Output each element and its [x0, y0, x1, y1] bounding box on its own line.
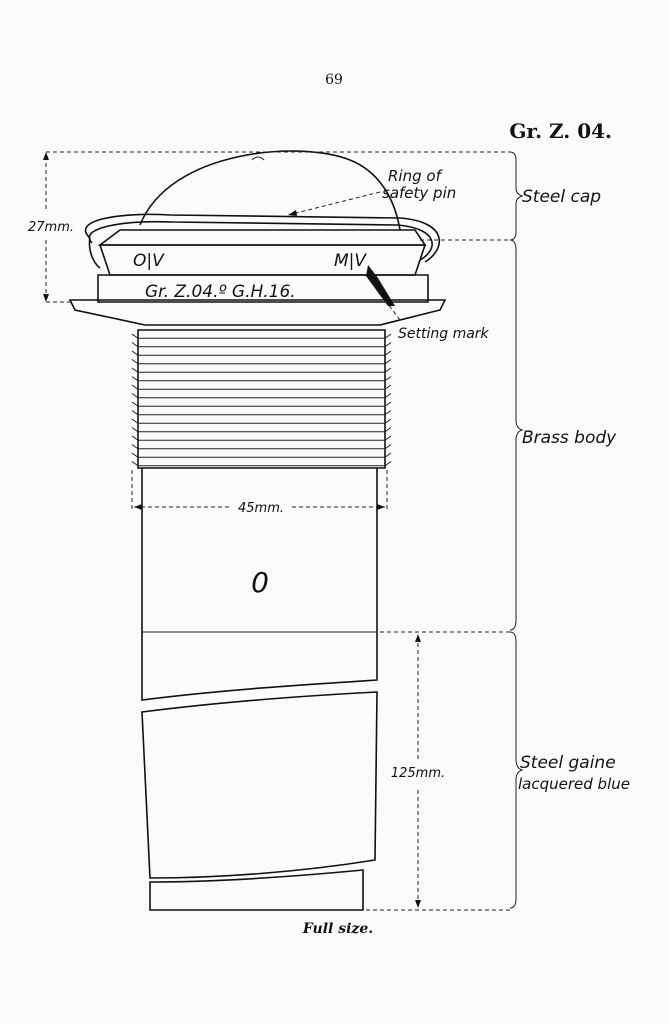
brass-body-lower: 0	[141, 468, 378, 633]
dimension-length: 125mm.	[366, 631, 510, 911]
thread-ridge	[131, 384, 392, 390]
threaded-section	[131, 329, 392, 469]
setting-mark-callout: Setting mark	[384, 299, 490, 342]
ring-label-line1: Ring of	[388, 167, 444, 185]
page-number: 69	[325, 72, 343, 88]
thread-ridge	[131, 427, 392, 433]
figure-caption: Full size.	[302, 921, 373, 937]
steel-cap-callout: Steel cap	[420, 151, 601, 241]
brass-body-label: Brass body	[522, 428, 617, 448]
thread-ridge	[131, 359, 392, 365]
steel-gaine	[141, 632, 378, 911]
length-label: 125mm.	[391, 766, 445, 781]
right-ring-marking: M|V	[334, 251, 367, 271]
steel-cap-label: Steel cap	[522, 187, 601, 207]
thread-ridge	[131, 333, 392, 339]
brass-body-callout: Brass body	[509, 239, 617, 631]
thread-ridge	[131, 418, 392, 424]
body-mark: 0	[251, 566, 269, 599]
time-ring: O|V M|V	[98, 244, 427, 276]
safety-pin-callout: Ring of safety pin	[288, 167, 456, 216]
dimension-width: 45mm.	[131, 470, 388, 516]
setting-mark-label: Setting mark	[398, 326, 490, 342]
thread-ridge	[131, 410, 392, 416]
flange	[68, 299, 447, 326]
thread-ridge	[131, 393, 392, 399]
width-label: 45mm.	[238, 501, 284, 516]
steel-gaine-label-line1: Steel gaine	[520, 753, 616, 773]
marking-band: Gr. Z.04.º G.H.16.	[97, 274, 429, 303]
thread-ridge	[131, 435, 392, 441]
thread-ridge	[131, 452, 392, 458]
thread-ridge	[131, 350, 392, 356]
steel-gaine-callout: Steel gaine lacquered blue	[509, 631, 630, 909]
page-heading: Gr. Z. 04.	[509, 119, 612, 143]
dimension-height: 27mm.	[28, 151, 510, 303]
ring-label-line2: safety pin	[382, 184, 456, 202]
band-inscription: Gr. Z.04.º G.H.16.	[145, 282, 296, 302]
thread-ridge	[131, 342, 392, 348]
thread-ridge	[131, 444, 392, 450]
thread-ridge	[131, 376, 392, 382]
height-label: 27mm.	[28, 220, 74, 235]
setting-mark-pointer	[366, 265, 395, 306]
thread-ridge	[131, 367, 392, 373]
thread-ridge	[131, 461, 392, 467]
thread-ridge	[131, 401, 392, 407]
steel-gaine-label-line2: lacquered blue	[518, 775, 630, 793]
left-ring-marking: O|V	[133, 251, 165, 271]
